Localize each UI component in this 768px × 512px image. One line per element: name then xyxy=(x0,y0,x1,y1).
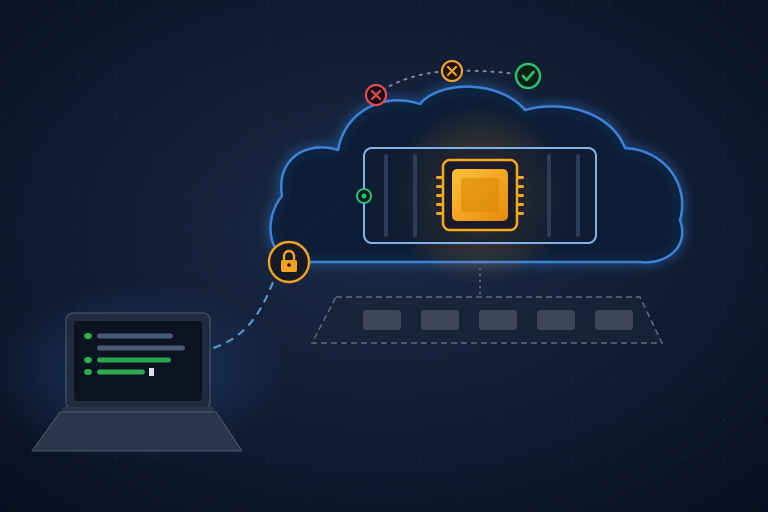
terminal-output xyxy=(84,333,185,376)
laptop-base xyxy=(31,411,243,452)
terminal-line xyxy=(97,345,185,351)
terminal-line xyxy=(97,369,145,375)
terminal-line xyxy=(97,357,171,363)
rack-divider xyxy=(547,154,551,237)
connector-dot-icon xyxy=(356,188,372,204)
tray-slot xyxy=(479,310,517,330)
laptop-hinge xyxy=(62,407,214,412)
status-3-check-circle-icon xyxy=(514,62,542,90)
tray-slot xyxy=(421,310,459,330)
terminal-bullet xyxy=(84,333,92,339)
tray-slot xyxy=(595,310,633,330)
laptop xyxy=(31,312,243,452)
rack-divider xyxy=(413,154,417,237)
terminal-line xyxy=(97,333,173,339)
status-2-x-circle-icon xyxy=(440,59,464,83)
cpu-chip-icon xyxy=(436,158,524,232)
tray-slots xyxy=(363,310,633,330)
chip-die-inner xyxy=(461,178,499,212)
rack-divider xyxy=(576,154,580,237)
tray-slot xyxy=(363,310,401,330)
tray-slot xyxy=(537,310,575,330)
status-1-x-circle-icon xyxy=(364,83,388,107)
padlock-icon xyxy=(267,240,311,284)
terminal-bullet xyxy=(84,369,92,375)
rack-divider xyxy=(384,154,388,237)
rack-dividers xyxy=(384,154,580,237)
terminal-bullet xyxy=(84,357,92,363)
terminal-cursor xyxy=(149,368,154,376)
